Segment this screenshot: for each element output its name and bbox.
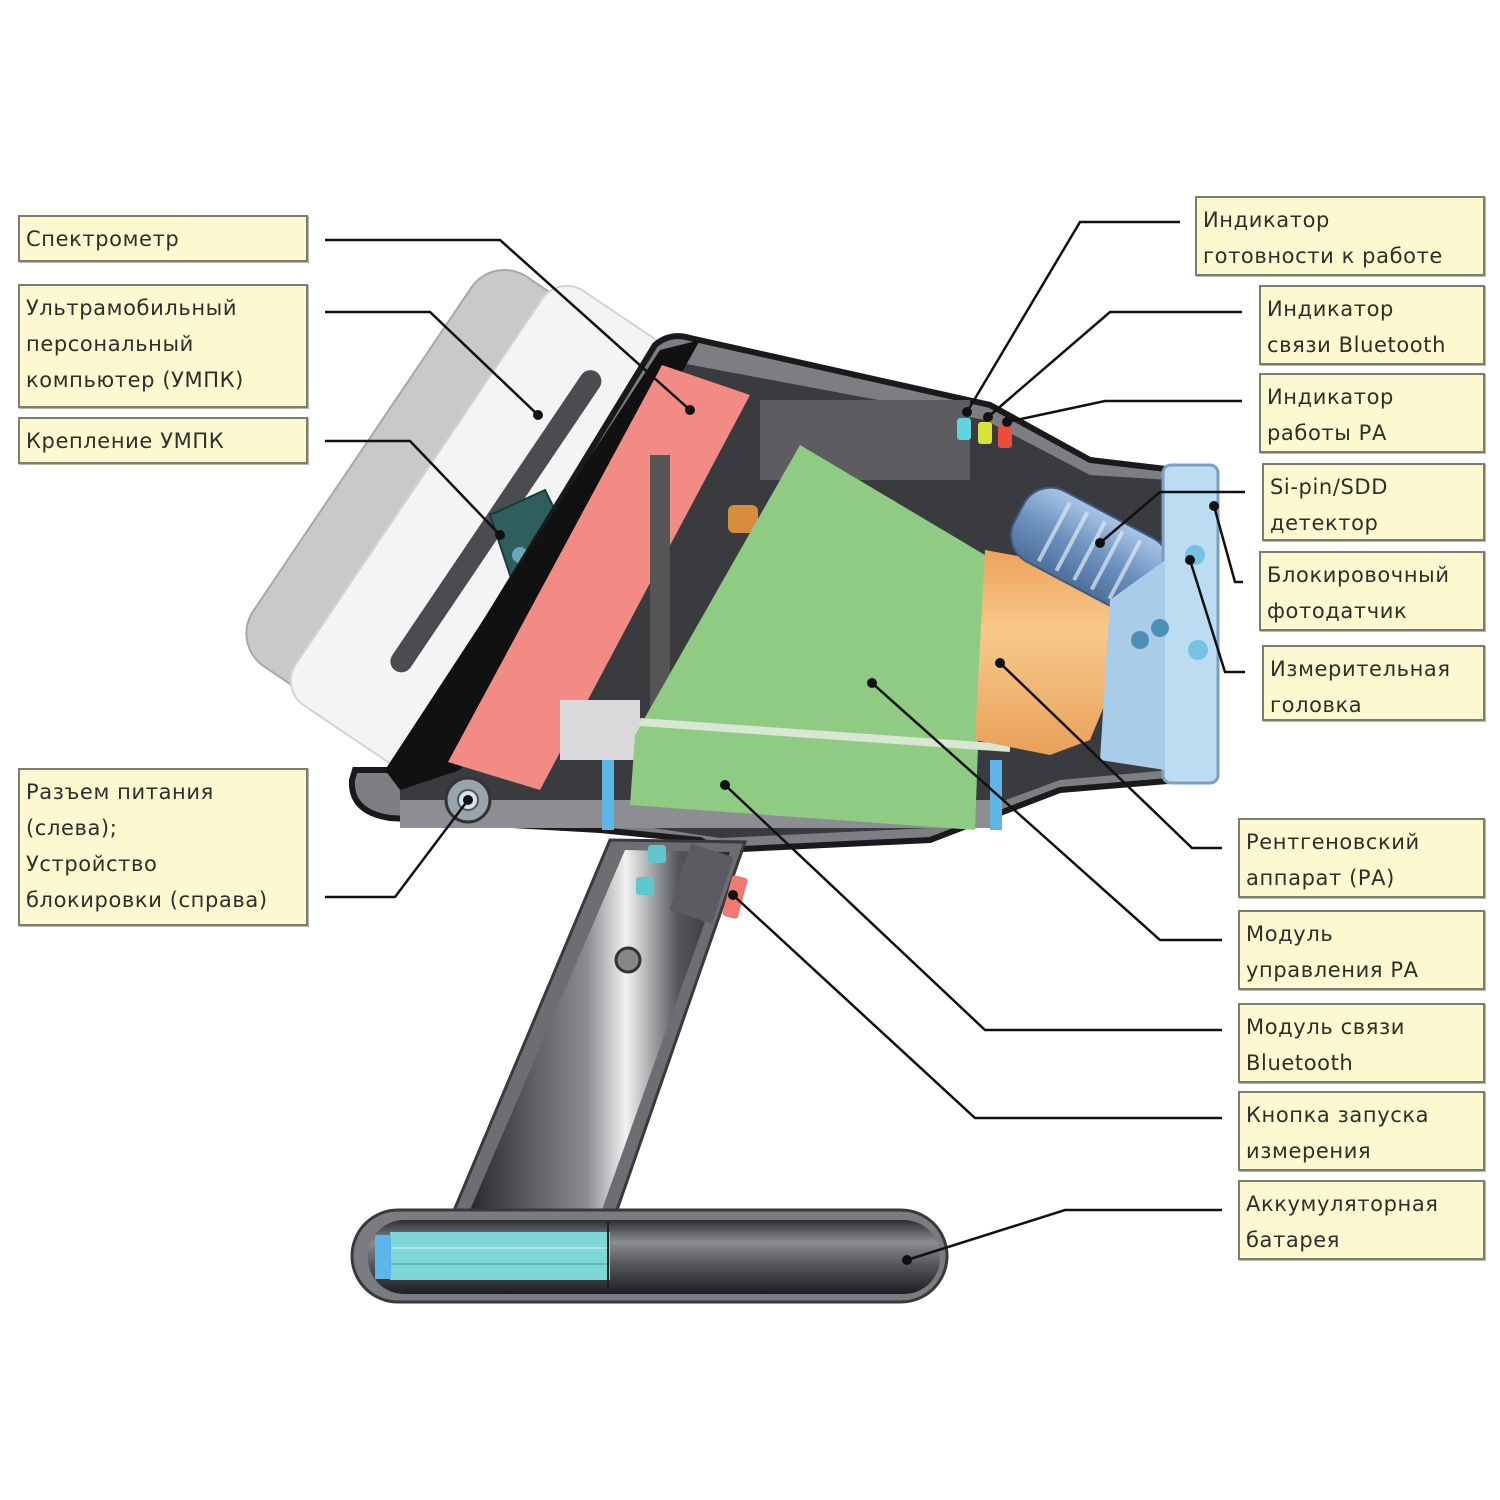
label-power-connector: Разъем питания (слева); Устройство блоки… xyxy=(18,768,308,926)
leader-detector xyxy=(1099,490,1245,544)
label-umpc-mount: Крепление УМПК xyxy=(18,417,308,464)
leader-xray-indicator xyxy=(1006,399,1242,424)
leader-control-module xyxy=(871,682,1222,942)
label-battery: Аккумуляторная батарея xyxy=(1238,1180,1485,1260)
label-xray-unit: Рентгеновский аппарат (РА) xyxy=(1238,818,1485,898)
leader-photo-sensor xyxy=(1212,505,1243,584)
spectrometer-board xyxy=(448,365,750,790)
label-start-button: Кнопка запуска измерения xyxy=(1238,1091,1485,1171)
leader-start-button xyxy=(732,894,1222,1120)
led-xray-indicator xyxy=(998,426,1012,448)
leader-dots xyxy=(463,405,1219,1265)
leader-umpc xyxy=(325,310,539,416)
leader-battery xyxy=(906,1208,1222,1262)
leader-ready-indicator xyxy=(965,220,1180,413)
led-indicators xyxy=(957,418,1012,448)
label-bluetooth-indicator: Индикатор связи Bluetooth xyxy=(1259,285,1485,365)
leader-lines xyxy=(325,220,1245,1262)
label-spectrometer: Спектрометр xyxy=(18,215,308,262)
label-ready-indicator: Индикатор готовности к работе xyxy=(1195,196,1485,276)
xray-tube xyxy=(975,550,1140,755)
xray-control-module xyxy=(630,445,985,830)
handle-grip xyxy=(447,838,748,1232)
led-bluetooth-indicator xyxy=(978,422,992,444)
leader-spectrometer xyxy=(325,238,691,411)
leader-power-connector xyxy=(325,799,469,899)
leader-bluetooth-indicator xyxy=(987,310,1242,418)
battery xyxy=(350,1208,949,1304)
label-bluetooth-module: Модуль связи Bluetooth xyxy=(1238,1003,1485,1083)
label-measuring-head: Измерительная головка xyxy=(1262,645,1485,721)
leader-umpc-mount xyxy=(325,439,501,536)
label-detector: Si-pin/SDD детектор xyxy=(1262,463,1485,541)
measuring-head xyxy=(1100,463,1220,785)
label-photo-sensor: Блокировочный фотодатчик xyxy=(1259,551,1485,631)
bluetooth-module-chip-1 xyxy=(648,845,666,863)
bluetooth-module-chip-2 xyxy=(636,877,654,895)
label-xray-indicator: Индикатор работы РА xyxy=(1259,373,1485,453)
label-xray-control-module: Модуль управления РА xyxy=(1238,910,1485,990)
leader-bluetooth-module xyxy=(724,784,1222,1032)
leader-xray-unit xyxy=(999,662,1222,850)
label-umpc: Ультрамобильный персональный компьютер (… xyxy=(18,284,308,408)
led-ready-indicator xyxy=(957,418,971,440)
leader-measuring-head xyxy=(1188,559,1245,674)
